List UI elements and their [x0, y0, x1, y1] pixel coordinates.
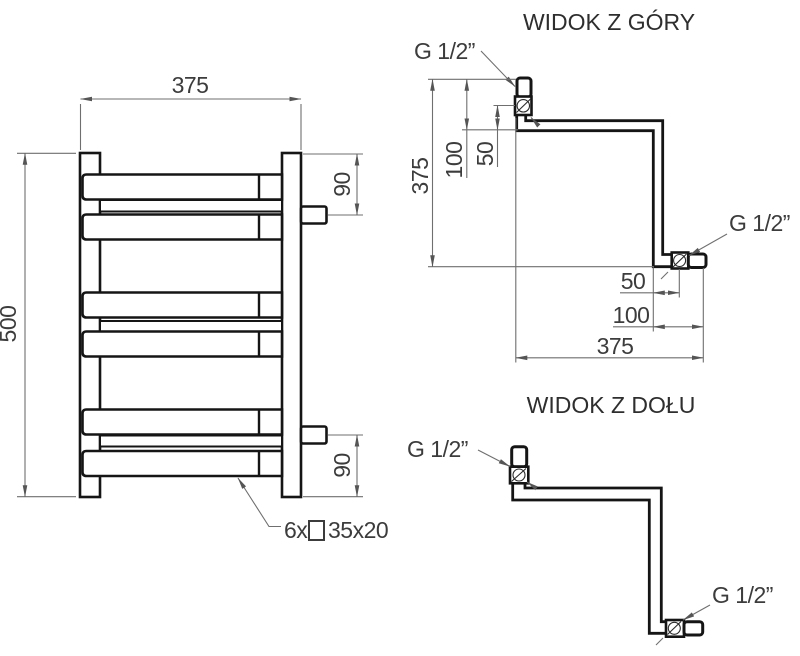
- valve-bottom-right-icon: [664, 618, 705, 639]
- rung: [81, 291, 284, 319]
- valve-top-left-icon: [513, 76, 533, 117]
- front-view: 375 500 90 90 6x 35x20: [0, 72, 389, 543]
- dim-front-width: 375: [79, 72, 302, 150]
- collector-left: [78, 151, 102, 499]
- thread-label-text: G 1/2”: [414, 38, 475, 64]
- top-view-title: WIDOK Z GÓRY: [523, 9, 695, 35]
- dim-100-h-text: 100: [613, 302, 650, 328]
- top-view: WIDOK Z GÓRY G 1/2” G 1/2”: [407, 9, 790, 363]
- pipe-outline-outer: [515, 114, 672, 269]
- dim-port-top-text: 90: [329, 172, 355, 197]
- rung-profile-text: 35x20: [328, 517, 388, 543]
- pipe-outline-inner: [523, 483, 666, 624]
- dim-depth-text: 375: [407, 158, 433, 195]
- dim-top-offset-50-v: 50: [462, 104, 518, 167]
- dim-front-height: 500: [0, 152, 76, 498]
- thread-label-bottom-right: G 1/2”: [660, 210, 790, 280]
- rung: [81, 408, 284, 436]
- rung: [81, 449, 284, 478]
- dim-port-top: 90: [303, 153, 363, 216]
- cross-tube-band: [99, 199, 283, 213]
- rung: [81, 330, 284, 358]
- thread-label-text: G 1/2”: [729, 210, 790, 236]
- dim-front-height-text: 500: [0, 306, 21, 343]
- dim-50-h-text: 50: [621, 268, 646, 294]
- thread-label-text: G 1/2”: [712, 582, 773, 608]
- bottom-view-title: WIDOK Z DOŁU: [527, 392, 696, 418]
- valve-bottom-right-icon: [670, 251, 708, 270]
- port-stub-bottom: [299, 425, 328, 445]
- pipe-outline-inner: [524, 114, 672, 256]
- pipe-outline-outer: [511, 483, 666, 635]
- dim-top-offset-100-h: 100: [613, 302, 704, 330]
- rung-count-text: 6x: [284, 517, 308, 543]
- dim-top-depth: 375: [407, 78, 654, 268]
- bottom-view: WIDOK Z DOŁU G 1/2” G 1/2”: [407, 392, 773, 646]
- thread-label-top-left: G 1/2”: [414, 38, 541, 128]
- valve-top-left-icon: [508, 445, 530, 485]
- rung: [81, 213, 284, 241]
- rung: [81, 173, 284, 201]
- dim-port-bottom: 90: [303, 434, 363, 498]
- dim-port-bottom-text: 90: [329, 453, 355, 478]
- dim-100-v-text: 100: [441, 142, 467, 179]
- dim-top-width: 375: [515, 333, 704, 361]
- dim-top-offset-50-h: 50: [620, 268, 680, 296]
- cross-tube-band: [99, 434, 283, 448]
- square-profile-icon: [308, 520, 325, 541]
- thread-label-top-left: G 1/2”: [407, 436, 538, 491]
- dim-50-v-text: 50: [472, 142, 498, 167]
- port-stub-top: [299, 205, 328, 225]
- cross-tube-band: [99, 320, 283, 333]
- dim-top-offset-100-v: 100: [441, 78, 470, 179]
- rung-profile-callout: 6x 35x20: [237, 477, 389, 543]
- thread-label-text: G 1/2”: [407, 436, 468, 462]
- dim-top-width-text: 375: [597, 333, 634, 359]
- collector-right: [280, 151, 303, 499]
- thread-label-bottom-right: G 1/2”: [655, 582, 773, 646]
- dim-front-width-text: 375: [172, 72, 209, 98]
